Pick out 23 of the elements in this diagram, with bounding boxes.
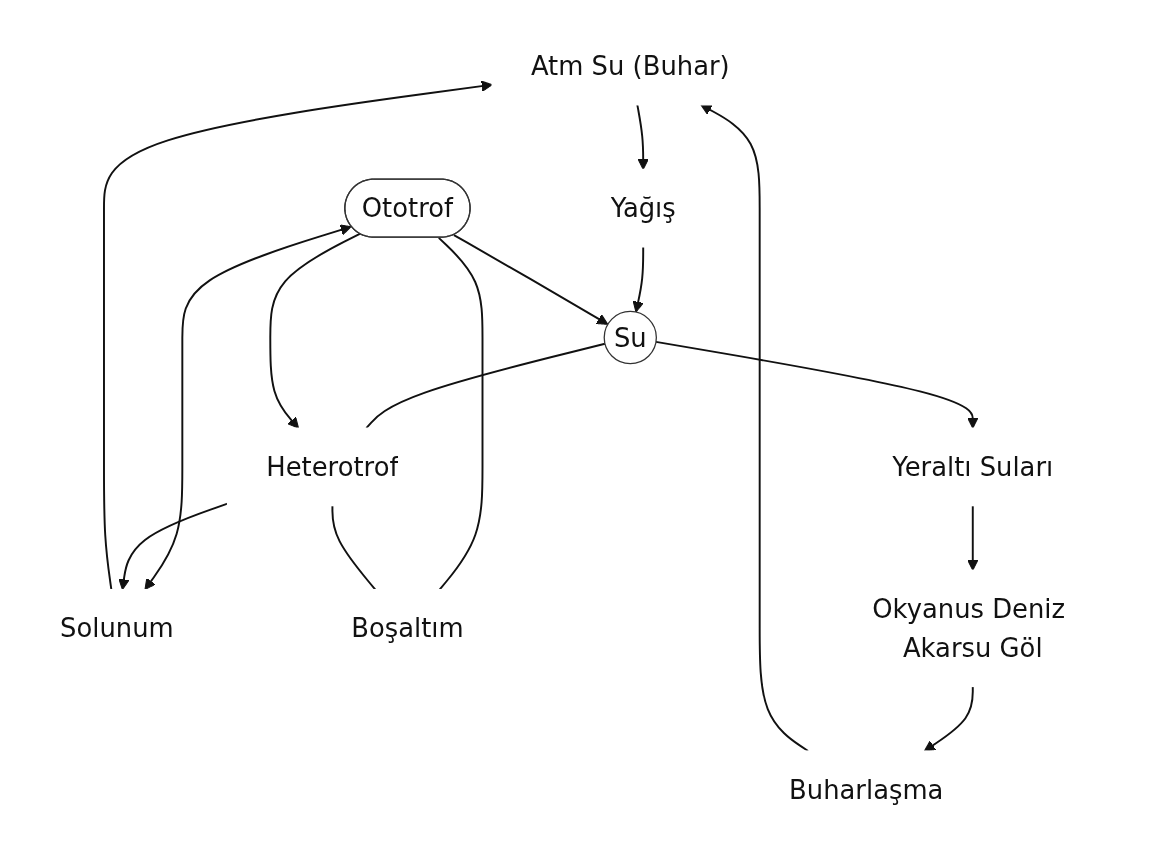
node-text: Yeraltı Suları	[892, 450, 1054, 482]
node-text: Boşaltım	[351, 612, 464, 644]
arrow	[636, 103, 649, 170]
node-text: Okyanus Deniz Akarsu Göl	[872, 593, 1066, 663]
node-text: Atm Su (Buhar)	[530, 50, 730, 82]
node-text: Buharlaşma	[789, 773, 944, 805]
connector	[437, 236, 484, 591]
arrow	[103, 80, 493, 591]
arrow	[923, 685, 974, 752]
arrow	[655, 340, 979, 429]
arrow	[700, 103, 810, 752]
connector	[365, 342, 606, 429]
arrow	[269, 232, 361, 429]
node-text: Heterotrof	[266, 450, 399, 482]
node-text: Solunum	[60, 612, 174, 644]
arrow	[118, 502, 229, 590]
arrow	[144, 223, 352, 590]
connector	[331, 504, 377, 591]
node-circle: Su	[603, 310, 657, 364]
arrow	[452, 233, 609, 325]
arrow	[632, 245, 645, 313]
node-text: Yağış	[610, 192, 676, 224]
arrow	[967, 504, 979, 571]
